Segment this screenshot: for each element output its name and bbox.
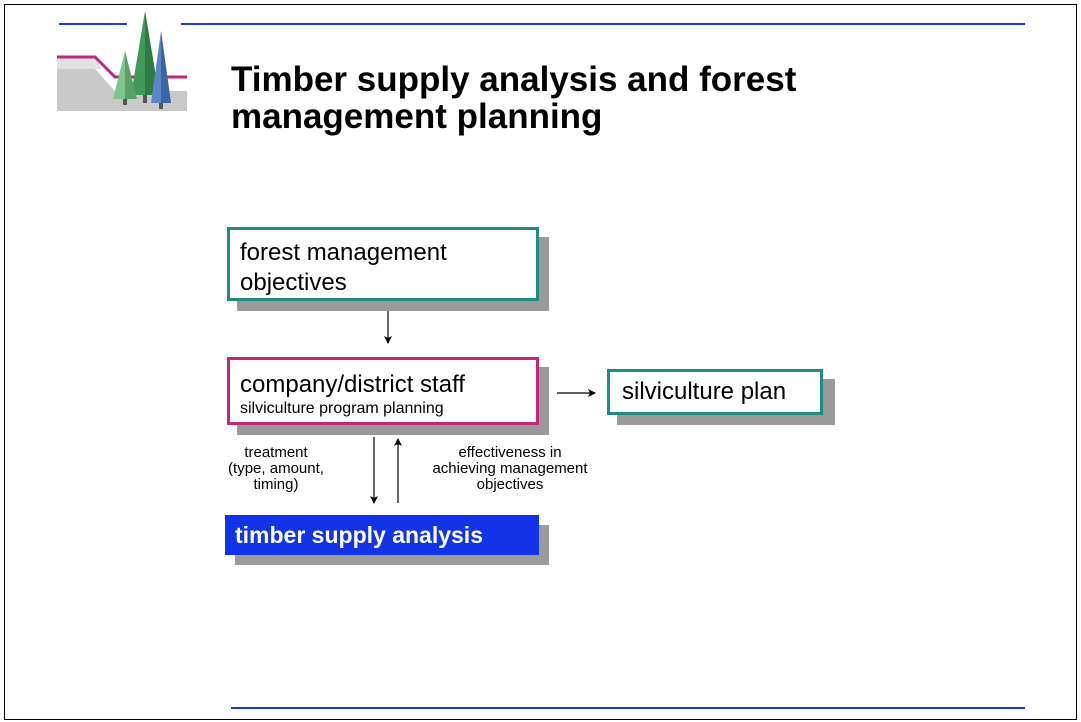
tsa-box-label: timber supply analysis — [235, 521, 483, 548]
staff-box-main: company/district staff — [240, 371, 465, 398]
effectiveness-line1: effectiveness in — [458, 444, 562, 461]
effectiveness-line2: achieving management — [432, 460, 588, 477]
silviculture-plan-box: silviculture plan — [607, 369, 823, 415]
treatment-line1: treatment — [244, 444, 308, 461]
treatment-line2: (type, amount, — [228, 460, 324, 477]
forest-trees-logo-icon — [57, 11, 187, 111]
treatment-label: treatment (type, amount, timing) — [213, 445, 339, 493]
objectives-line1: forest management — [240, 239, 447, 266]
top-rule-left — [59, 23, 127, 25]
bottom-rule — [231, 707, 1025, 709]
top-rule-right — [181, 23, 1025, 25]
timber-supply-analysis-box: timber supply analysis — [225, 515, 539, 555]
effectiveness-line3: objectives — [476, 476, 544, 493]
treatment-line3: timing) — [253, 476, 299, 493]
objectives-line2: objectives — [240, 269, 347, 296]
staff-box-sub: silviculture program planning — [240, 400, 444, 417]
diagram-arrows — [370, 311, 596, 504]
slide-title: Timber supply analysis and forest manage… — [231, 60, 797, 136]
staff-box: company/district staff silviculture prog… — [227, 357, 539, 425]
effectiveness-label: effectiveness in achieving management ob… — [405, 445, 615, 493]
plan-box-label: silviculture plan — [622, 378, 787, 405]
slide: Timber supply analysis and forest manage… — [4, 4, 1077, 720]
objectives-box: forest management objectives — [227, 227, 539, 301]
